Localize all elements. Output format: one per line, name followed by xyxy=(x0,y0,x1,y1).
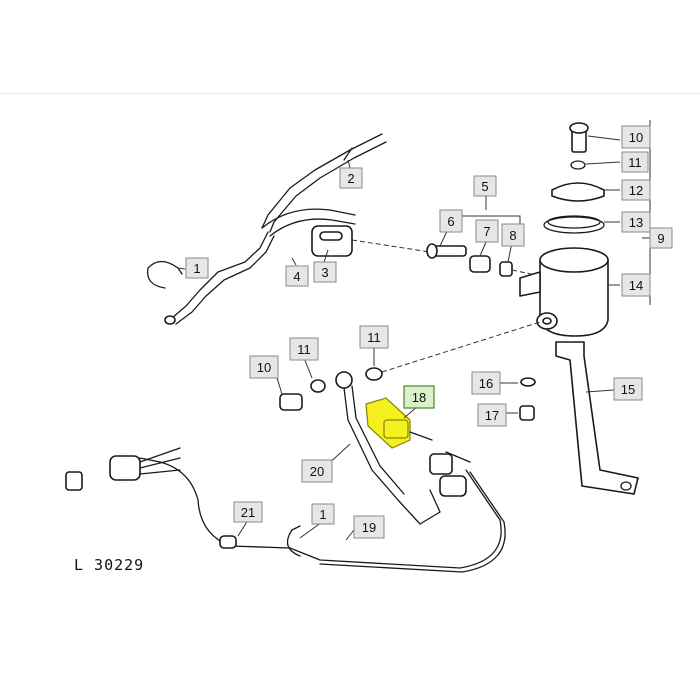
callout-10a: 10 xyxy=(621,125,651,149)
svg-text:18: 18 xyxy=(412,390,426,405)
svg-text:3: 3 xyxy=(321,265,328,280)
svg-text:16: 16 xyxy=(479,376,493,391)
callout-2: 2 xyxy=(339,167,363,189)
reservoir-part xyxy=(519,122,609,337)
svg-text:17: 17 xyxy=(485,408,499,423)
pipe-part xyxy=(164,133,387,325)
callout-13: 13 xyxy=(621,211,651,233)
svg-text:10: 10 xyxy=(629,130,643,145)
svg-text:14: 14 xyxy=(629,278,643,293)
svg-text:9: 9 xyxy=(657,231,664,246)
callout-16: 16 xyxy=(471,371,501,395)
leader-lines xyxy=(177,120,660,541)
cable-part xyxy=(343,387,441,525)
top-divider xyxy=(0,93,700,94)
callout-6: 6 xyxy=(439,209,463,233)
svg-text:19: 19 xyxy=(362,520,376,535)
callout-4: 4 xyxy=(285,265,309,287)
callout-3: 3 xyxy=(313,261,337,283)
svg-text:21: 21 xyxy=(241,505,255,520)
callout-20: 20 xyxy=(301,459,333,483)
svg-text:13: 13 xyxy=(629,215,643,230)
clip-21-part xyxy=(219,535,237,549)
clip-part xyxy=(146,260,183,289)
union-bolt-part xyxy=(426,243,541,277)
callout-11c: 11 xyxy=(359,325,389,349)
callout-8: 8 xyxy=(501,223,525,247)
callout-12: 12 xyxy=(621,179,651,201)
svg-text:1: 1 xyxy=(193,261,200,276)
bracket-part xyxy=(555,341,639,495)
svg-text:2: 2 xyxy=(347,171,354,186)
callout-10b: 10 xyxy=(249,355,279,379)
svg-text:4: 4 xyxy=(293,269,300,284)
clip-1-lower-part xyxy=(286,525,301,557)
callout-14: 14 xyxy=(621,273,651,297)
svg-text:15: 15 xyxy=(621,382,635,397)
callout-11b: 11 xyxy=(289,337,319,361)
callout-11a: 11 xyxy=(621,151,649,173)
reference-code: L 30229 xyxy=(74,556,144,574)
callout-1a: 1 xyxy=(185,257,209,279)
callout-15: 15 xyxy=(613,377,643,401)
callout-18: 18 xyxy=(403,385,435,409)
callout-21: 21 xyxy=(233,501,263,523)
svg-text:6: 6 xyxy=(447,214,454,229)
callout-7: 7 xyxy=(475,219,499,243)
callout-17: 17 xyxy=(477,403,507,427)
callout-9: 9 xyxy=(649,227,673,249)
banjo-part xyxy=(311,225,431,257)
callout-19: 19 xyxy=(353,515,385,539)
svg-text:20: 20 xyxy=(310,464,324,479)
svg-text:1: 1 xyxy=(319,507,326,522)
svg-text:12: 12 xyxy=(629,183,643,198)
svg-text:5: 5 xyxy=(481,179,488,194)
svg-text:11: 11 xyxy=(367,330,381,345)
svg-text:11: 11 xyxy=(628,155,642,170)
connector-part xyxy=(65,447,181,491)
harness-part xyxy=(139,457,502,569)
svg-text:7: 7 xyxy=(483,224,490,239)
svg-text:8: 8 xyxy=(509,228,516,243)
callout-5: 5 xyxy=(473,175,497,197)
svg-text:10: 10 xyxy=(257,360,271,375)
callout-1b: 1 xyxy=(311,503,335,525)
svg-text:11: 11 xyxy=(297,342,311,357)
highlighted-switch-part xyxy=(365,397,471,497)
